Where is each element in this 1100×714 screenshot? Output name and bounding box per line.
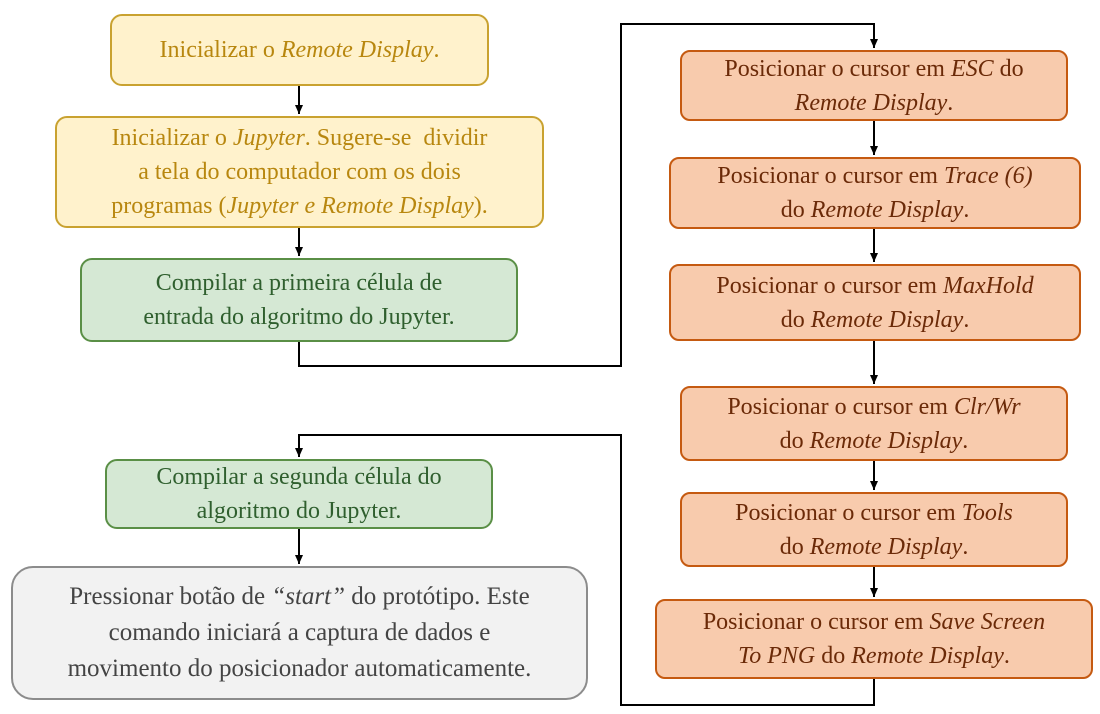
compile-second-cell-text: Compilar a segunda célula do algoritmo d… (156, 464, 442, 524)
compile-second-cell-box: Compilar a segunda célula do algoritmo d… (105, 459, 493, 529)
position-trace-text: Posicionar o cursor em Trace (6) do Remo… (717, 163, 1033, 223)
connector-save-to-compile2 (295, 434, 875, 706)
position-maxhold-box: Posicionar o cursor em MaxHold do Remote… (669, 264, 1081, 341)
press-start-text: Pressionar botão de “start” do protótipo… (67, 583, 532, 682)
init-jupyter-box: Inicializar o Jupyter. Sugere-se dividir… (55, 116, 544, 228)
position-trace-box: Posicionar o cursor em Trace (6) do Remo… (669, 157, 1081, 229)
connector-compile1-to-esc (298, 23, 878, 367)
position-esc-text: Posicionar o cursor em ESC do Remote Dis… (724, 55, 1024, 116)
init-jupyter-text: Inicializar o Jupyter. Sugere-se dividir… (111, 125, 488, 219)
position-save-screen-text: Posicionar o cursor em Save Screen To PN… (702, 609, 1046, 669)
press-start-box: Pressionar botão de “start” do protótipo… (11, 566, 588, 700)
compile-first-cell-box: Compilar a primeira célula de entrada do… (80, 258, 518, 342)
position-tools-text: Posicionar o cursor em Tools do Remote D… (735, 499, 1013, 560)
position-clrwr-text: Posicionar o cursor em Clr/Wr do Remote … (727, 393, 1021, 454)
init-remote-display-text: Inicializar o Remote Display. (159, 37, 440, 63)
compile-first-cell-text: Compilar a primeira célula de entrada do… (143, 270, 455, 330)
position-clrwr-box: Posicionar o cursor em Clr/Wr do Remote … (680, 386, 1068, 461)
init-remote-display-box: Inicializar o Remote Display. (110, 14, 489, 86)
position-maxhold-text: Posicionar o cursor em MaxHold do Remote… (716, 272, 1034, 333)
position-esc-box: Posicionar o cursor em ESC do Remote Dis… (680, 50, 1068, 121)
position-tools-box: Posicionar o cursor em Tools do Remote D… (680, 492, 1068, 567)
position-save-screen-box: Posicionar o cursor em Save Screen To PN… (655, 599, 1093, 679)
